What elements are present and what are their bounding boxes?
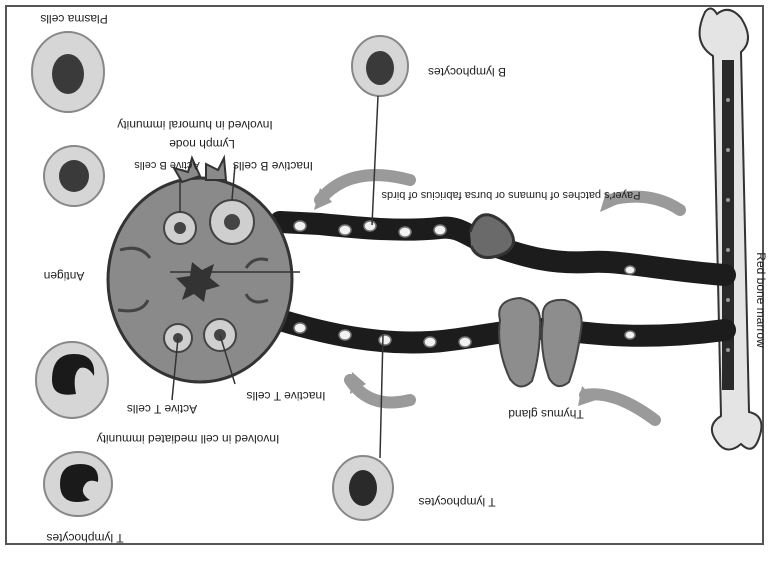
cell-plasma: [32, 32, 104, 112]
label-active-b: Active B cells: [134, 159, 200, 171]
label-humoral: Involved in humoral immunity: [117, 118, 272, 132]
label-b-lymphocytes: B lymphocytes: [428, 65, 506, 79]
label-t-lymphocytes-left: T lymphocytes: [46, 531, 123, 545]
cell-t-lymphocyte-center: [333, 456, 393, 520]
cell-t-lymphocyte-left: [44, 452, 112, 516]
label-t-lymphocytes-center: T lymphocytes: [418, 495, 495, 509]
label-inactive-t: Inactive T cells: [247, 389, 326, 403]
label-payers: Payer's patches of humans or bursa fabri…: [381, 189, 640, 201]
label-thymus: Thymus gland: [508, 407, 583, 421]
label-cell-mediated: Involved in cell mediated immunity: [97, 432, 280, 446]
cell-b-lymphocyte: [352, 36, 408, 96]
label-antigen: Antigen: [44, 269, 85, 283]
label-plasma-cells: Plasma cells: [40, 12, 107, 26]
label-red-bone-marrow: Red bone marrow: [754, 252, 768, 348]
cell-humoral: [44, 146, 104, 206]
cell-cell-mediated: [36, 342, 108, 418]
label-active-t: Active T cells: [127, 402, 197, 416]
label-lymph-node: Lymph node: [169, 137, 235, 151]
label-inactive-b: Inactive B cells: [233, 159, 313, 173]
